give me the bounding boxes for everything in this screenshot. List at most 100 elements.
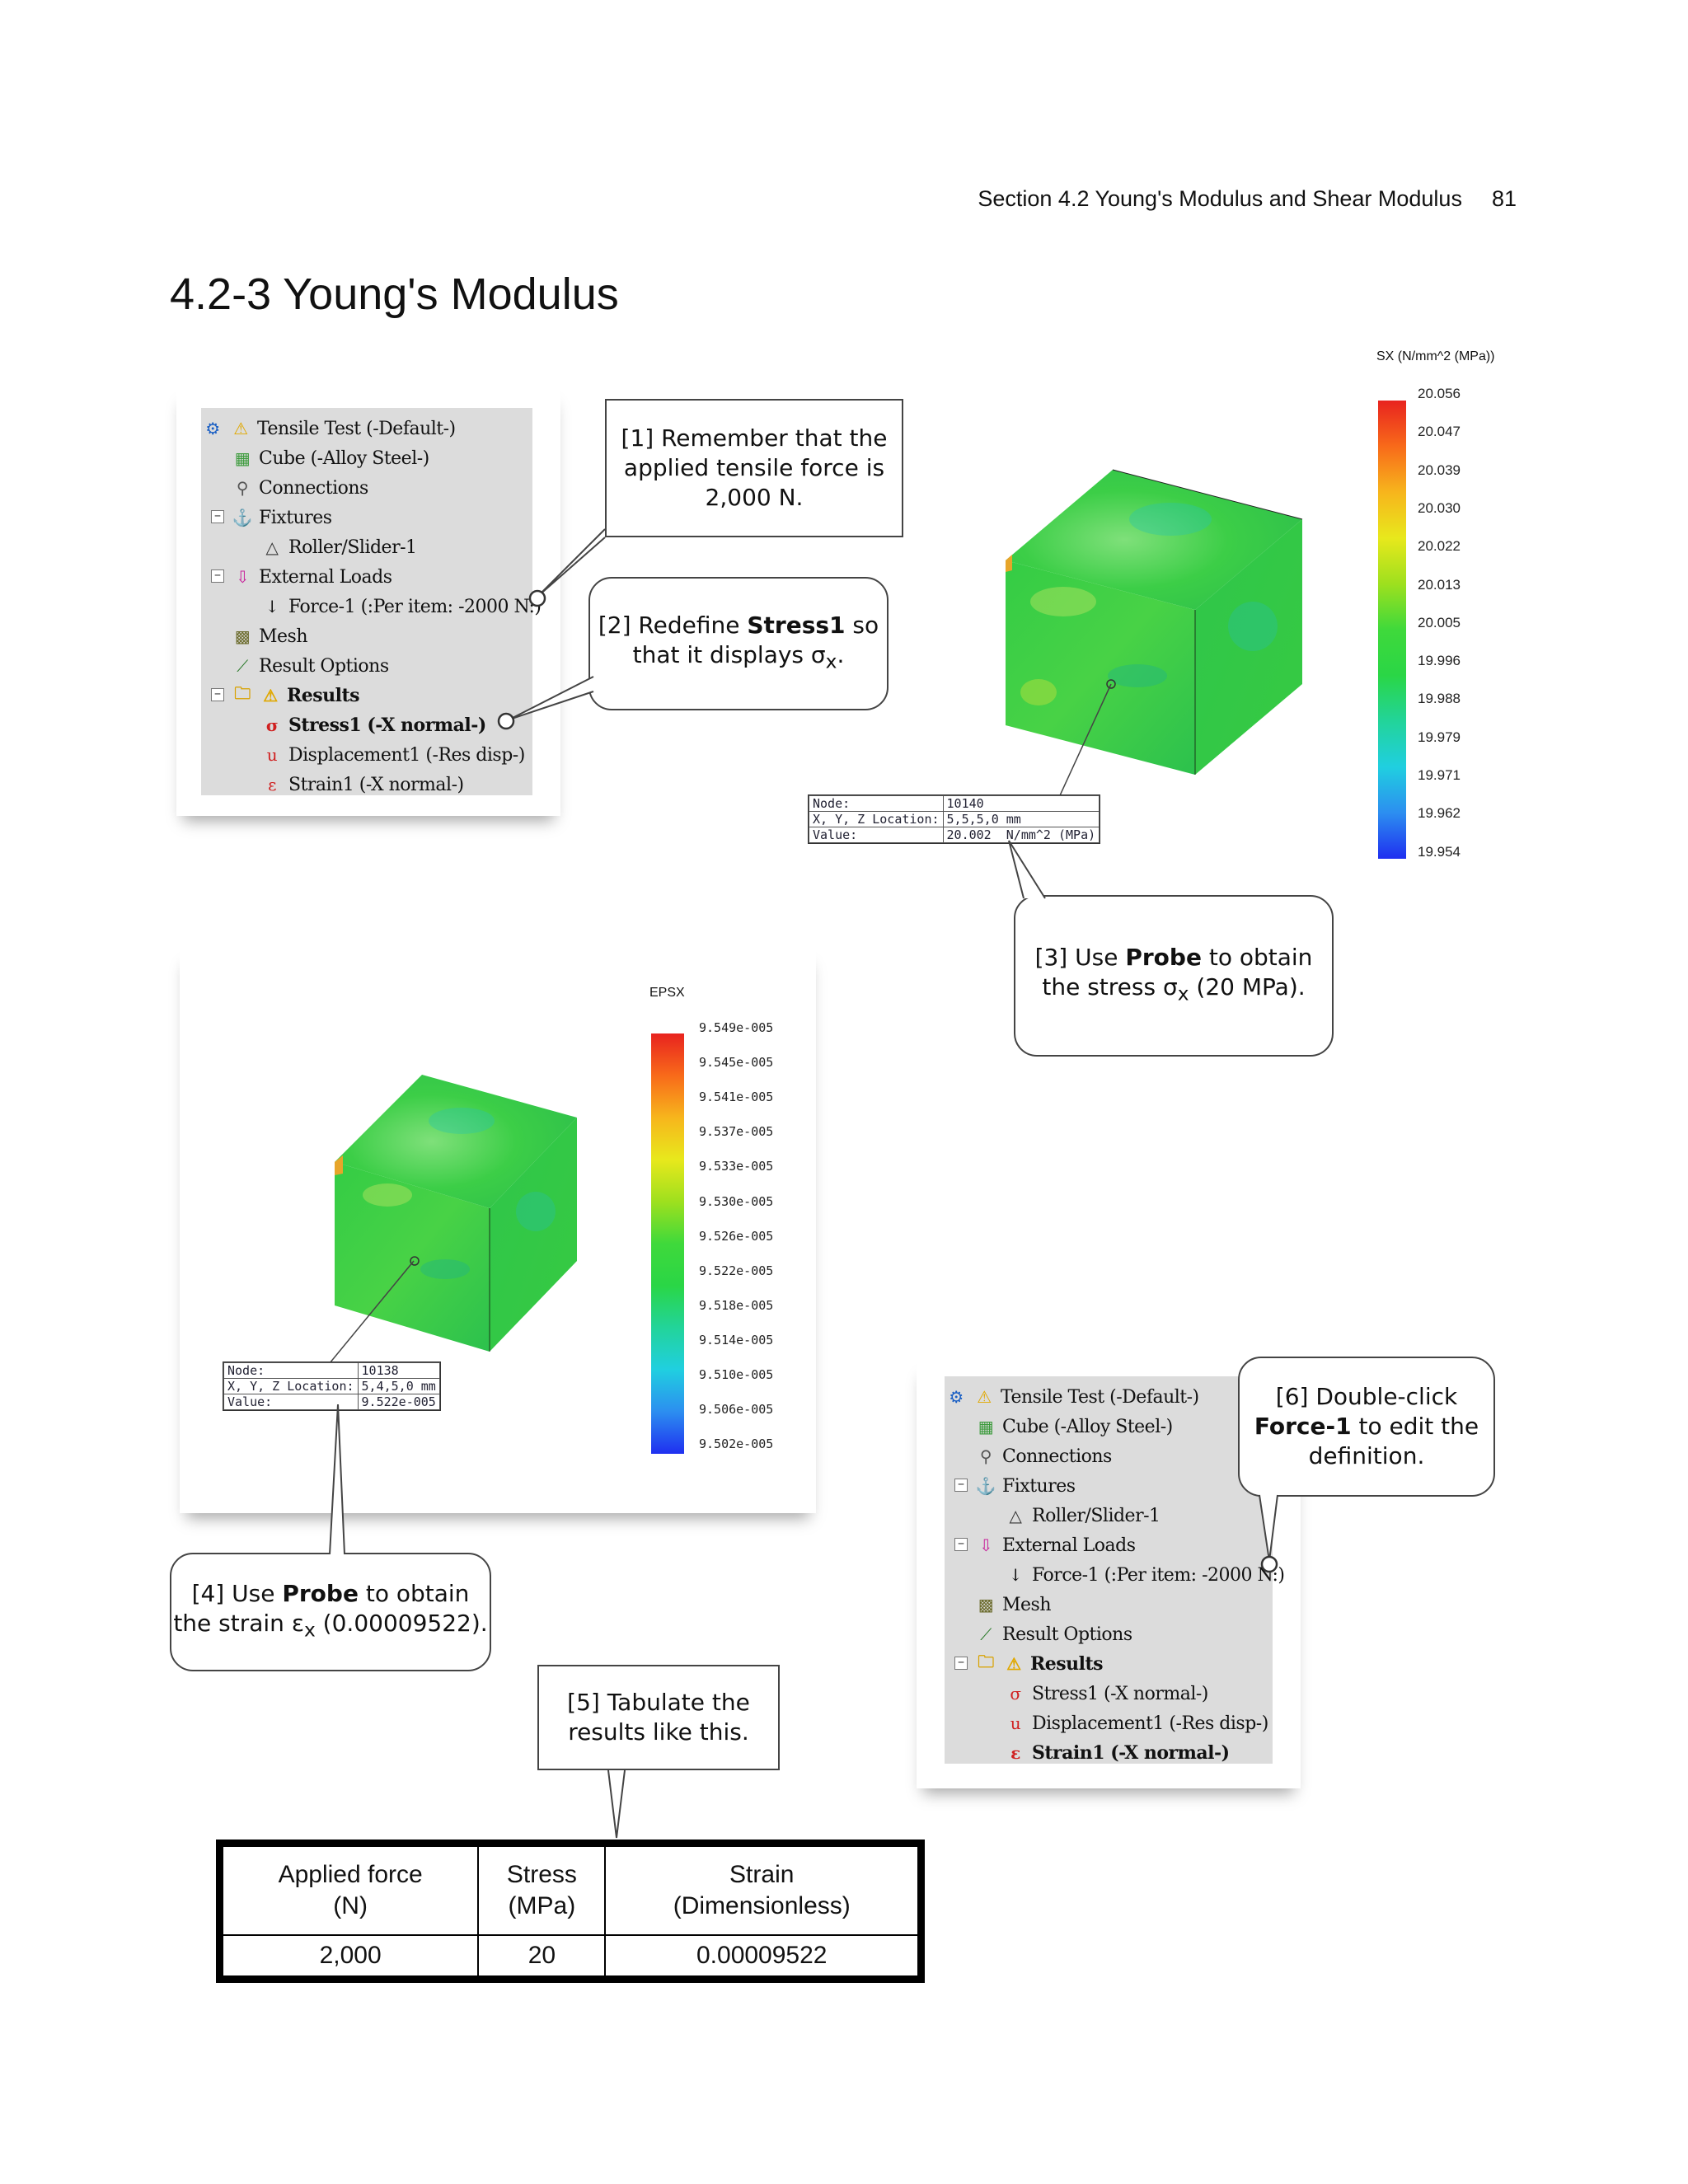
fixtures-icon: ⚓ xyxy=(975,1476,996,1496)
legend-tick-label: 9.533e-005 xyxy=(699,1159,774,1174)
tree-item-force[interactable]: ↓Force-1 (:Per item: -2000 N:) xyxy=(260,593,542,621)
tree-item-roller[interactable]: △Roller/Slider-1 xyxy=(260,533,417,561)
cube-top-face xyxy=(1006,470,1302,610)
feature-tree-1: ⚙⚠Tensile Test (-Default-) ▦Cube (-Alloy… xyxy=(201,408,542,795)
probe-location-label: X, Y, Z Location: xyxy=(809,811,944,827)
callout-6-pointer xyxy=(1259,1494,1278,1573)
probe-node-label: Node: xyxy=(809,795,944,812)
collapse-toggle-loads[interactable]: − xyxy=(954,1538,968,1551)
header-applied-force: Applied force(N) xyxy=(221,1845,480,1936)
feature-tree-panel-1: ⚙⚠Tensile Test (-Default-) ▦Cube (-Alloy… xyxy=(176,387,560,816)
collapse-toggle-results[interactable]: − xyxy=(954,1657,968,1670)
callout-3-pointer xyxy=(1008,840,1046,899)
legend-tick-label: 9.514e-005 xyxy=(699,1332,774,1347)
feature-tree-2: ⚙⚠Tensile Test (-Default-) ▦Cube (-Alloy… xyxy=(945,1376,1285,1767)
external-loads-icon: ⇩ xyxy=(235,567,250,587)
collapse-toggle-results[interactable]: − xyxy=(211,688,224,701)
legend-tick-label: 9.502e-005 xyxy=(699,1436,774,1452)
feature-tree-panel-2: ⚙⚠Tensile Test (-Default-) ▦Cube (-Alloy… xyxy=(917,1360,1301,1788)
tree-item-mesh[interactable]: ▩Mesh xyxy=(231,622,308,650)
collapse-toggle-fixtures[interactable]: − xyxy=(211,510,224,523)
part-icon: ▦ xyxy=(978,1417,994,1436)
tree-item-mesh[interactable]: ▩Mesh xyxy=(974,1591,1052,1619)
warning-icon: ⚠ xyxy=(1006,1654,1021,1674)
stress-model-view xyxy=(1006,469,1303,775)
probe-value-value: 9.522e-005 xyxy=(357,1394,440,1410)
probe-node-value: 10138 xyxy=(357,1362,440,1379)
legend-tick-label: 20.030 xyxy=(1418,499,1461,516)
probe-value-label: Value: xyxy=(223,1394,359,1410)
probe-location-label: X, Y, Z Location: xyxy=(223,1378,359,1394)
connections-icon: ⚲ xyxy=(236,478,249,498)
callout-5-pointer xyxy=(607,1769,626,1839)
part-icon: ▦ xyxy=(234,448,251,468)
force-arrow-icon: ↓ xyxy=(1008,1565,1023,1585)
results-table: Applied force(N) Stress(MPa) Strain(Dime… xyxy=(216,1840,925,1983)
tree-item-results[interactable]: 🗀⚠Results xyxy=(974,1650,1103,1678)
tree-item-connections[interactable]: ⚲Connections xyxy=(974,1442,1112,1470)
cube-side-face xyxy=(490,1118,577,1352)
mesh-icon: ▩ xyxy=(978,1595,994,1615)
legend-tick-label: 9.522e-005 xyxy=(699,1263,774,1278)
legend-tick-label: 19.962 xyxy=(1418,805,1461,822)
tree-item-force[interactable]: ↓Force-1 (:Per item: -2000 N:) xyxy=(1004,1561,1285,1589)
tree-item-part[interactable]: ▦Cube (-Alloy Steel-) xyxy=(231,444,429,472)
probe-location-value: 5,4,5,0 mm xyxy=(357,1378,440,1394)
tree-item-fixtures[interactable]: ⚓Fixtures xyxy=(232,507,332,528)
stress-plot-icon: σ xyxy=(265,715,279,735)
strain-probe-box: Node:10138 X, Y, Z Location:5,4,5,0 mm V… xyxy=(223,1361,441,1411)
collapse-toggle-loads[interactable]: − xyxy=(211,569,224,583)
tree-item-external-loads[interactable]: ⇩External Loads xyxy=(974,1531,1136,1559)
legend-tick-label: 20.005 xyxy=(1418,614,1461,630)
tree-item-external-loads[interactable]: ⇩External Loads xyxy=(231,563,392,591)
warning-icon: ⚠ xyxy=(977,1387,992,1407)
page-title: 4.2-3 Young's Modulus xyxy=(170,269,619,319)
legend-tick-label: 9.510e-005 xyxy=(699,1367,774,1382)
strain-legend-title: EPSX xyxy=(649,986,685,1000)
strain-model-view xyxy=(335,1075,577,1352)
callout-4-pointer xyxy=(329,1404,345,1555)
tree-item-study[interactable]: ⚙⚠Tensile Test (-Default-) xyxy=(201,415,456,443)
stress-legend-title: SX (N/mm^2 (MPa)) xyxy=(1376,349,1495,363)
collapse-toggle-fixtures[interactable]: − xyxy=(954,1479,968,1492)
legend-tick-label: 20.056 xyxy=(1418,386,1461,401)
tree-item-study[interactable]: ⚙⚠Tensile Test (-Default-) xyxy=(945,1383,1199,1411)
tree-item-fixtures[interactable]: ⚓Fixtures xyxy=(975,1475,1076,1497)
warning-icon: ⚠ xyxy=(233,419,248,438)
tree-item-roller[interactable]: △Roller/Slider-1 xyxy=(1004,1502,1160,1530)
study-icon: ⚙ xyxy=(949,1387,964,1407)
force-arrow-icon: ↓ xyxy=(265,597,279,616)
callout-6: [6] Double-click Force-1 to edit the def… xyxy=(1238,1357,1495,1497)
cube-front-face xyxy=(335,1162,490,1352)
callout-3: [3] Use Probe to obtain the stress σx (2… xyxy=(1014,895,1334,1057)
tree-item-result-options[interactable]: ⟋Result Options xyxy=(974,1620,1132,1648)
cell-applied-force: 2,000 xyxy=(221,1934,480,1977)
legend-tick-label: 9.545e-005 xyxy=(699,1055,774,1071)
callout-1-pointer xyxy=(528,528,606,607)
legend-tick-label: 20.047 xyxy=(1418,424,1461,440)
displacement-plot-icon: u xyxy=(1010,1713,1021,1733)
probe-node-label: Node: xyxy=(223,1362,359,1379)
tree-item-results[interactable]: 🗀⚠Results xyxy=(231,682,359,710)
legend-tick-label: 9.506e-005 xyxy=(699,1402,774,1418)
strain-plot-icon: ε xyxy=(268,775,276,794)
mesh-icon: ▩ xyxy=(234,626,251,646)
result-options-icon: ⟋ xyxy=(237,656,248,676)
table-header-row: Applied force(N) Stress(MPa) Strain(Dime… xyxy=(221,1845,919,1936)
legend-tick-label: 9.518e-005 xyxy=(699,1297,774,1313)
strain-plot-icon: ε xyxy=(1010,1743,1020,1763)
folder-icon: 🗀 xyxy=(234,683,251,703)
legend-tick-label: 9.549e-005 xyxy=(699,1020,774,1035)
legend-tick-label: 19.979 xyxy=(1418,729,1461,745)
callout-5: [5] Tabulate the results like this. xyxy=(537,1665,780,1770)
warning-icon: ⚠ xyxy=(263,686,278,705)
tree-item-part[interactable]: ▦Cube (-Alloy Steel-) xyxy=(974,1413,1173,1441)
tree-item-connections[interactable]: ⚲Connections xyxy=(231,474,368,502)
tree-item-result-options[interactable]: ⟋Result Options xyxy=(231,652,389,680)
